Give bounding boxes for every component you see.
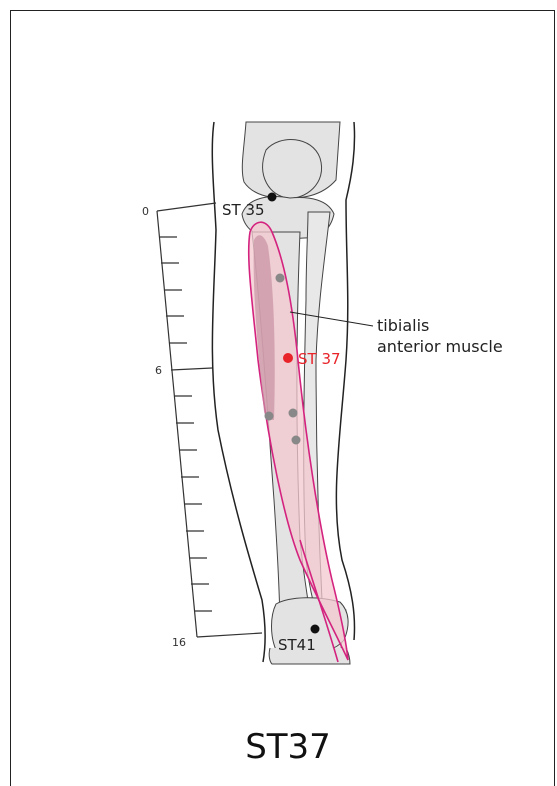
reference-dot: [276, 274, 285, 283]
reference-dot: [265, 412, 274, 421]
st37-label: ST 37: [298, 350, 341, 368]
st41-label: ST41: [278, 636, 316, 654]
annotation-line-2: anterior muscle: [377, 337, 503, 356]
leg-outline-right: [336, 122, 354, 640]
patella-bone: [263, 140, 322, 199]
st35-label: ST 35: [222, 201, 265, 219]
scale-label-top: 0: [142, 205, 149, 218]
scale-label-bottom: 16: [172, 636, 186, 649]
st35-point: [268, 193, 277, 202]
figure-title: ST37: [245, 727, 331, 767]
annotation-line-1: tibialis: [377, 316, 429, 335]
annotation-leader-line: [290, 312, 373, 326]
st41-point: [311, 625, 320, 634]
reference-dot: [292, 436, 301, 445]
st37-point: [283, 353, 293, 363]
scale-label-mid: 6: [155, 364, 162, 377]
reference-dot: [289, 409, 298, 418]
measurement-scale: [157, 203, 262, 637]
